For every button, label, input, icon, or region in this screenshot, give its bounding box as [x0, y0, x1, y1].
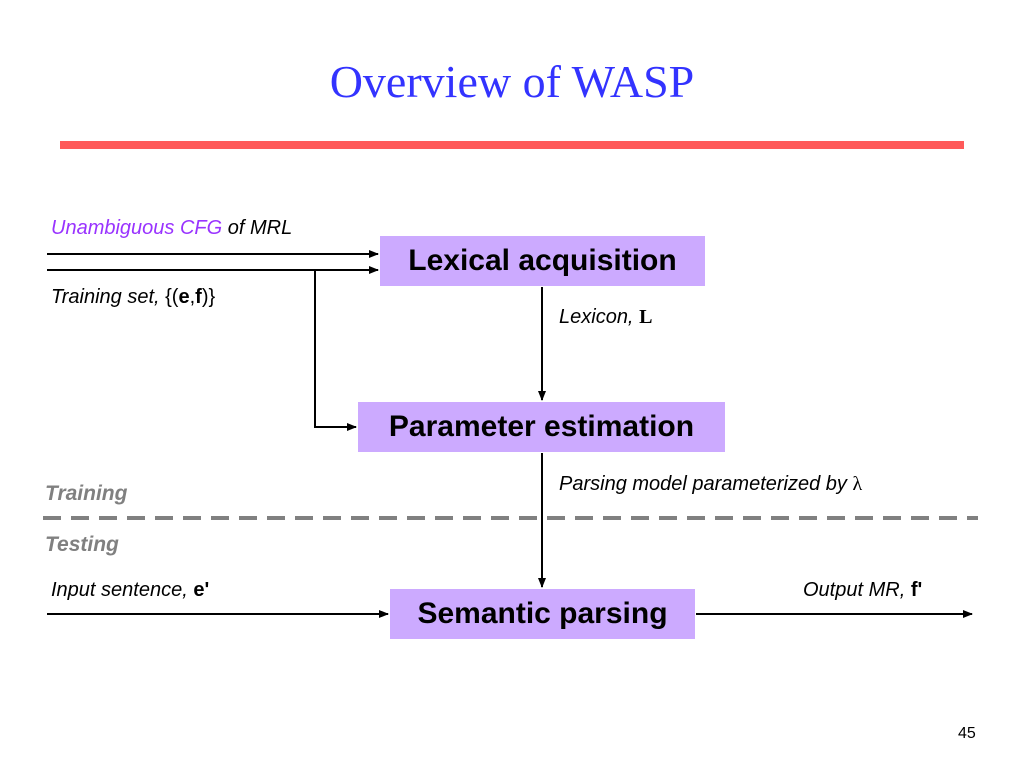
input-sentence-label: Input sentence, e': [51, 578, 209, 602]
training-set-prefix: Training set,: [51, 286, 166, 308]
training-phase-label: Training: [45, 482, 128, 505]
lexicon-symbol: L: [639, 306, 653, 328]
output-symbol: f': [910, 579, 923, 601]
lexicon-prefix: Lexicon,: [559, 306, 640, 328]
training-set-f: f: [195, 286, 202, 308]
testing-phase-label: Testing: [45, 533, 119, 556]
training-set-close: )}: [201, 286, 216, 308]
title-underline: [60, 141, 964, 149]
training-set-branch-arrow: [314, 270, 357, 431]
training-set-e: e: [178, 286, 190, 308]
lexical-acquisition-box: Lexical acquisition: [380, 236, 705, 286]
cfg-label: Unambiguous CFG of MRL: [51, 216, 292, 240]
output-prefix: Output MR,: [803, 579, 911, 601]
input-prefix: Input sentence,: [51, 579, 194, 601]
parsing-model-prefix: Parsing model parameterized by: [559, 473, 853, 495]
parsing-model-label: Parsing model parameterized by λ: [559, 472, 862, 496]
training-set-label: Training set, {(e,f)}: [51, 285, 215, 309]
cfg-highlight: Unambiguous CFG: [51, 217, 223, 239]
lambda-symbol: λ: [852, 473, 863, 495]
output-mr-label: Output MR, f': [803, 578, 922, 602]
training-set-open: {(: [165, 286, 179, 308]
input-symbol: e': [193, 579, 210, 601]
semantic-parsing-box: Semantic parsing: [390, 589, 695, 639]
cfg-rest: of MRL: [222, 217, 293, 239]
parameter-estimation-box: Parameter estimation: [358, 402, 725, 452]
lexicon-label: Lexicon, L: [559, 305, 652, 329]
training-set-comma: ,: [189, 286, 196, 308]
slide-title: Overview of WASP: [329, 56, 695, 107]
page-number: 45: [958, 725, 976, 742]
